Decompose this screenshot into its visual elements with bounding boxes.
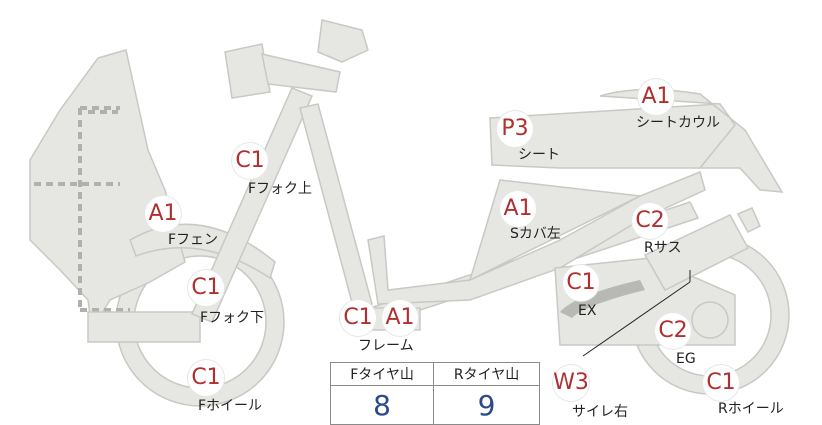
front-cowl-shape [29, 49, 186, 333]
badge-code: A1 [641, 84, 671, 109]
badge-code: W3 [553, 370, 589, 395]
label-front-fender: Fフェン [168, 232, 219, 248]
frame-shape [299, 103, 373, 311]
badge-code: C1 [566, 270, 596, 295]
badge-code: C1 [706, 370, 736, 395]
label-muffler-right: サイレ右 [572, 404, 628, 420]
rear-tire-header: Rタイヤ山 [433, 362, 540, 386]
badge-engine: C2 [655, 313, 691, 349]
rear-suspension-shape [643, 214, 750, 291]
badge-front-fender: A1 [145, 196, 181, 232]
badge-code: C1 [343, 305, 373, 330]
badge-front-fork-lower: C1 [188, 270, 224, 306]
badge-code: C1 [235, 148, 265, 173]
badge-code: C2 [658, 318, 688, 343]
tire-tread-table: Fタイヤ山 Rタイヤ山 8 9 [329, 362, 540, 425]
rear-tire-value: 9 [433, 385, 540, 425]
badge-code: A1 [385, 305, 415, 330]
badge-code: A1 [148, 201, 178, 226]
label-seat-cowl: シートカウル [636, 115, 720, 131]
exhaust-shape [560, 280, 645, 318]
badge-rear-wheel: C1 [703, 365, 739, 401]
label-engine: EG [676, 351, 696, 367]
badge-rear-suspension: C2 [632, 203, 668, 239]
badge-exhaust: C1 [563, 265, 599, 301]
label-rear-suspension: Rサス [644, 240, 682, 256]
badge-code: P3 [501, 116, 529, 141]
badge-code: C2 [635, 208, 665, 233]
badge-code: C1 [191, 275, 221, 300]
front-tire-value: 8 [329, 385, 435, 425]
badge-seat: P3 [497, 111, 533, 147]
front-fork-shape [190, 87, 314, 323]
badge-code: A1 [503, 196, 533, 221]
label-frame: フレーム [358, 338, 414, 354]
label-front-wheel: Fホイール [198, 398, 263, 414]
badge-code: C1 [191, 365, 221, 390]
label-exhaust: EX [578, 303, 597, 319]
side-cover-shape [367, 170, 706, 305]
label-rear-wheel: Rホイール [718, 401, 784, 417]
badge-muffler-right: W3 [553, 365, 589, 401]
label-seat: シート [518, 147, 560, 163]
badge-seat-cowl: A1 [638, 79, 674, 115]
seat-cowl-shape [599, 88, 784, 193]
label-front-fork-upper: Fフォク上 [248, 181, 313, 197]
badge-front-wheel: C1 [188, 360, 224, 396]
badge-side-cover-left: A1 [500, 191, 536, 227]
front-tire-header: Fタイヤ山 [329, 362, 435, 386]
badge-frame: C1 [340, 300, 376, 336]
label-side-cover-left: Sカバ左 [510, 226, 561, 242]
label-front-fork-lower: Fフォク下 [200, 310, 265, 326]
badge-front-fork-upper: C1 [232, 143, 268, 179]
badge-frame-second: A1 [382, 300, 418, 336]
